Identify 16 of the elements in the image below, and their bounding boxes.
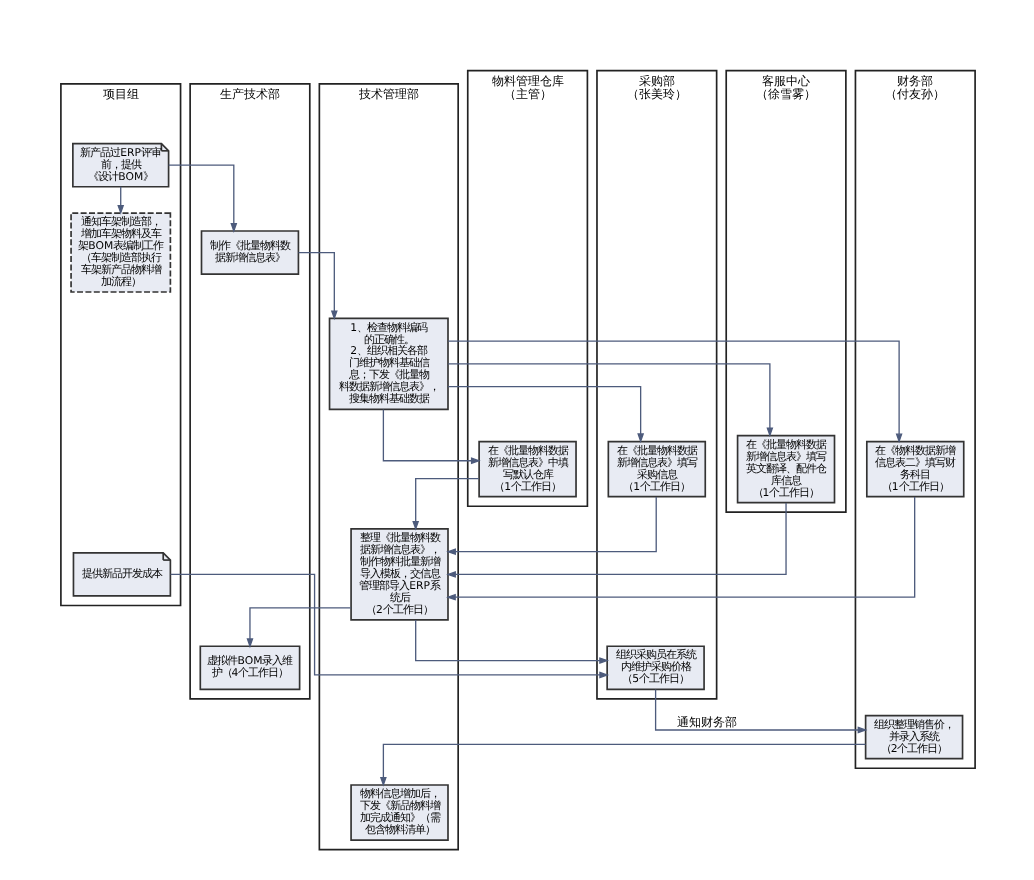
- arrow: [445, 501, 786, 577]
- arrow: [445, 495, 915, 600]
- arrow: [446, 384, 644, 443]
- arrow: [168, 572, 609, 678]
- arrow: [653, 687, 867, 733]
- arrow: [296, 250, 337, 320]
- arrow: [245, 606, 351, 648]
- arrow: [446, 339, 902, 443]
- arrow: [445, 495, 656, 555]
- arrow: [414, 618, 609, 663]
- arrow: [381, 407, 480, 464]
- arrow: [446, 362, 773, 437]
- arrow: [167, 163, 237, 232]
- arrow: [378, 742, 866, 786]
- arrow: [116, 185, 124, 214]
- arrow: [411, 477, 479, 530]
